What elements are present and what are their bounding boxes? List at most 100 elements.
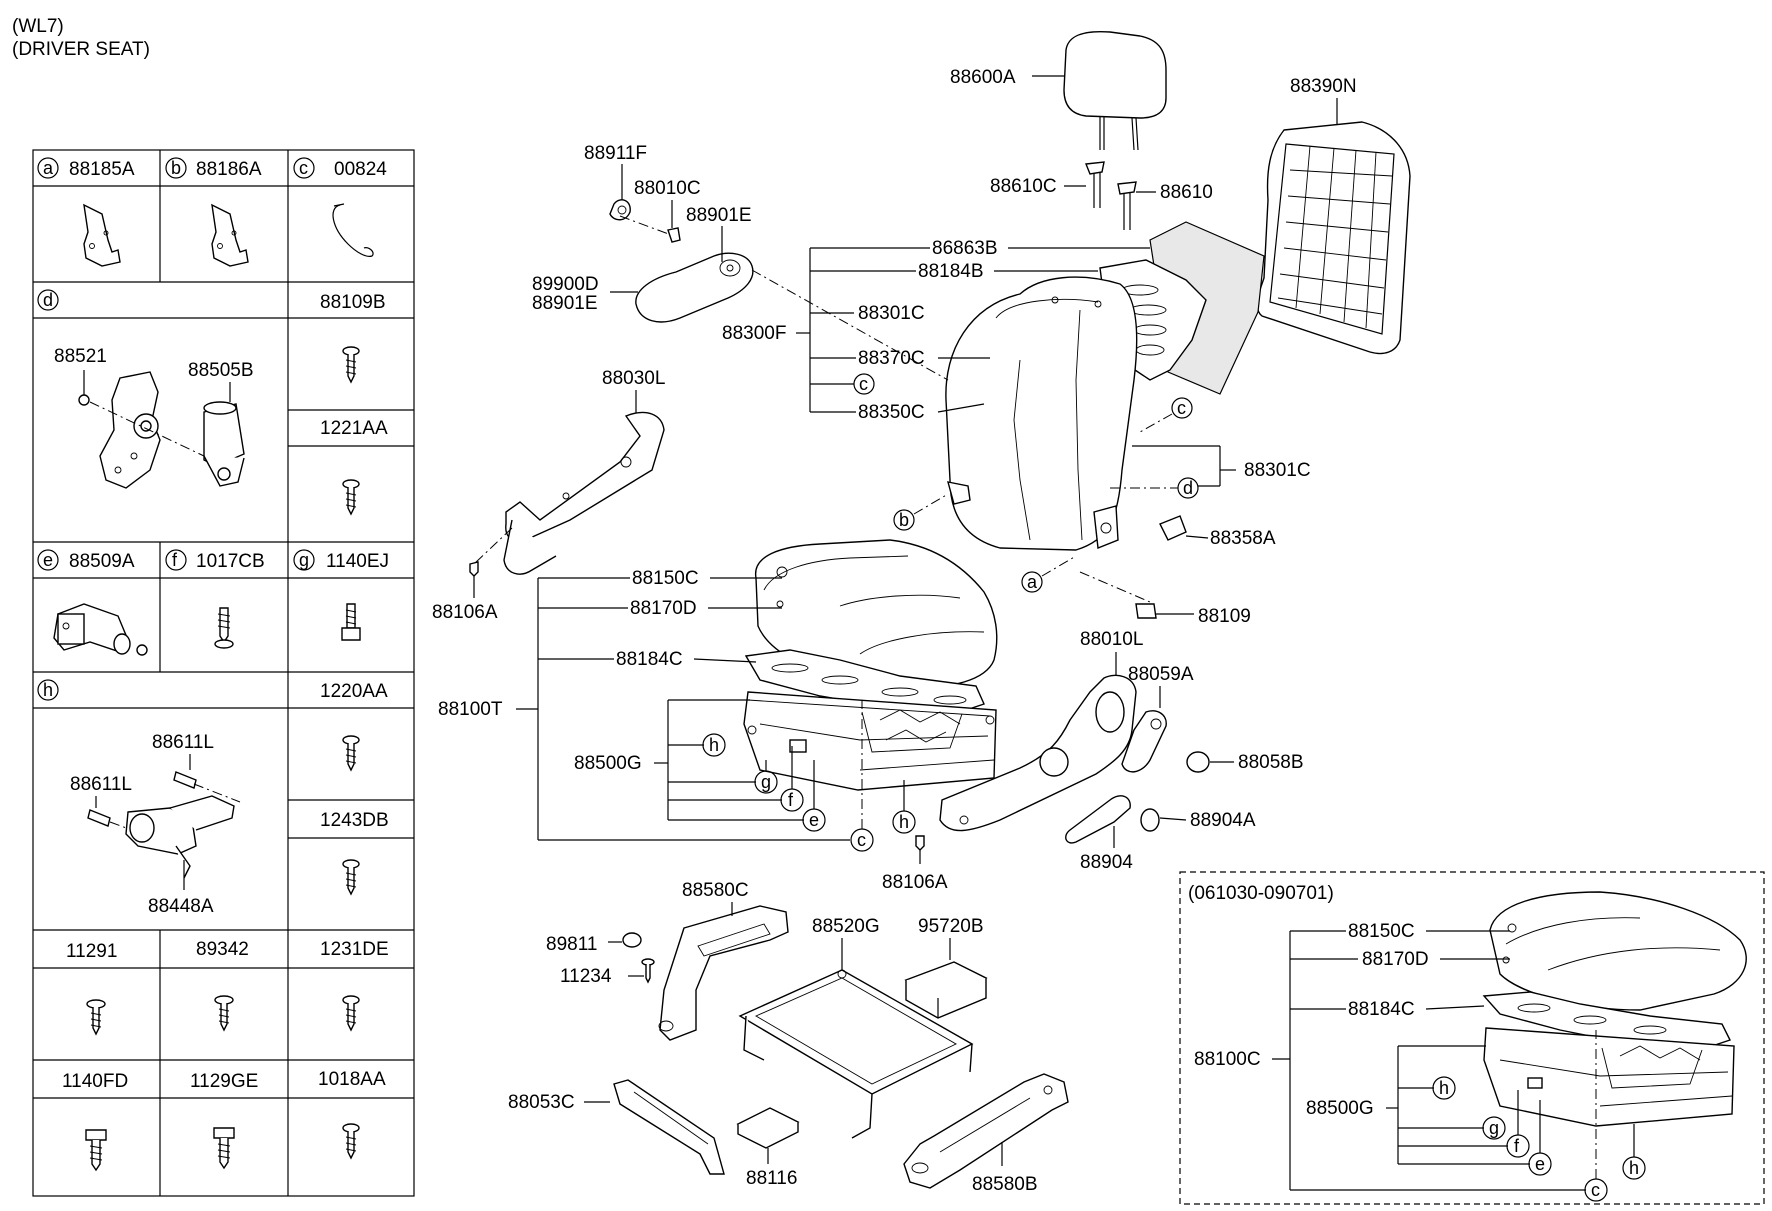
table-88185A: 88185A [69, 159, 135, 180]
table-11291: 11291 [66, 941, 117, 962]
screw-11291-drawing [86, 999, 106, 1036]
label-88150C: 88150C [632, 568, 699, 589]
parts-table: a 88185A b 88186A c 00824 d 88109B 88521… [32, 149, 415, 1197]
seat-pan-88184C [744, 649, 985, 713]
label-88100T: 88100T [438, 699, 503, 720]
frame-88520G [738, 969, 974, 1139]
inset-label-88170D: 88170D [1362, 949, 1429, 970]
screw-11234 [641, 958, 655, 984]
label-88184C: 88184C [616, 649, 683, 670]
label-88058B: 88058B [1238, 752, 1304, 773]
inset-letter-f: f [1514, 1136, 1520, 1156]
lever-88904 [1065, 795, 1131, 844]
seat-frame-88500G [743, 691, 997, 791]
screw-1231DE-drawing [342, 995, 360, 1032]
label-88520G: 88520G [812, 916, 880, 937]
height-motor-drawing [87, 754, 241, 890]
inset-letter-e: e [1535, 1154, 1545, 1174]
inset-letter-c: c [1591, 1180, 1600, 1200]
label-88580B: 88580B [972, 1174, 1038, 1195]
label-88170D: 88170D [630, 598, 697, 619]
label-88901E-top: 88901E [686, 205, 752, 226]
bolt-1129GE-drawing [213, 1127, 235, 1170]
table-88448A: 88448A [148, 896, 214, 917]
screw-88106A-mid [915, 835, 925, 851]
side-shield-88010L [939, 674, 1137, 832]
letter-b-badge: b [171, 158, 181, 178]
headrest-guides [1085, 161, 1137, 230]
label-86863B: 86863B [932, 238, 998, 259]
label-88901E-bottom: 88901E [532, 293, 598, 314]
bracket-88185A-drawing [83, 203, 121, 267]
side-cover-88030L [473, 411, 665, 575]
letter-g-callout: g [761, 772, 771, 792]
table-1221AA: 1221AA [320, 418, 388, 439]
letter-b-callout: b [899, 510, 909, 530]
table-1140EJ: 1140EJ [326, 551, 389, 572]
label-88580C: 88580C [682, 880, 749, 901]
label-88350C: 88350C [858, 402, 925, 423]
label-88301C-top: 88301C [858, 303, 925, 324]
inset-label-88500G: 88500G [1306, 1098, 1374, 1119]
cover-88580C [658, 905, 789, 1041]
inset-letter-h: h [1439, 1078, 1449, 1098]
label-88030L: 88030L [602, 368, 665, 389]
bracket-88186A-drawing [211, 203, 249, 267]
letter-a-badge: a [43, 158, 54, 178]
bolt-1140FD-drawing [85, 1129, 107, 1172]
table-1243DB: 1243DB [320, 810, 389, 831]
letter-d-badge: d [43, 290, 53, 310]
back-hinge [947, 481, 971, 505]
letter-h-callout: h [709, 735, 719, 755]
header-title: (DRIVER SEAT) [12, 39, 150, 60]
label-88610: 88610 [1160, 182, 1213, 203]
cover-88580B [903, 1073, 1069, 1189]
cover-88053C [613, 1079, 725, 1175]
label-89900D: 89900D [532, 274, 599, 295]
cap-89811 [622, 932, 642, 948]
label-88053C: 88053C [508, 1092, 575, 1113]
label-88106A-left: 88106A [432, 602, 498, 623]
label-88059A: 88059A [1128, 664, 1194, 685]
headrest-88600A [1063, 30, 1167, 151]
label-88109: 88109 [1198, 606, 1251, 627]
table-1140FD: 1140FD [62, 1071, 128, 1092]
seat-back-cushion [945, 276, 1138, 551]
label-89811: 89811 [546, 934, 597, 955]
letter-a-callout: a [1027, 572, 1038, 592]
inset-label-88150C: 88150C [1348, 921, 1415, 942]
letter-f-badge: f [172, 550, 178, 570]
table-00824: 00824 [334, 159, 387, 180]
label-88600A: 88600A [950, 67, 1016, 88]
table-88509A: 88509A [69, 551, 135, 572]
table-89342: 89342 [196, 939, 249, 960]
inset-061030-090701: (061030-090701) 88150C 88170D 88184C 881… [1179, 871, 1765, 1205]
label-88106A-mid: 88106A [882, 872, 948, 893]
screw-89342-drawing [214, 995, 234, 1032]
label-88301C-right: 88301C [1244, 460, 1311, 481]
label-88370C: 88370C [858, 348, 925, 369]
screw-1243DB-drawing [342, 859, 360, 896]
letter-h-callout-2: h [899, 812, 909, 832]
bolt-1017CB-drawing [214, 607, 234, 649]
letter-c-callout-right: c [1177, 398, 1186, 418]
letter-c-callout-back: c [859, 374, 868, 394]
table-1129GE: 1129GE [190, 1071, 258, 1092]
label-88390N: 88390N [1290, 76, 1357, 97]
label-88358A: 88358A [1210, 528, 1276, 549]
label-88010L: 88010L [1080, 629, 1143, 650]
motor-88509A-drawing [53, 603, 148, 656]
table-88521: 88521 [54, 346, 107, 367]
label-88904: 88904 [1080, 852, 1133, 873]
label-95720B: 95720B [918, 916, 984, 937]
table-1017CB: 1017CB [196, 551, 265, 572]
table-88186A: 88186A [196, 159, 262, 180]
letter-e-callout: e [809, 810, 819, 830]
module-95720B [904, 961, 988, 1019]
letter-e-badge: e [43, 550, 53, 570]
header-model: (WL7) [12, 16, 64, 37]
inset-title: (061030-090701) [1188, 883, 1334, 904]
back-panel-88390N [1256, 121, 1411, 355]
letter-d-callout: d [1183, 478, 1193, 498]
